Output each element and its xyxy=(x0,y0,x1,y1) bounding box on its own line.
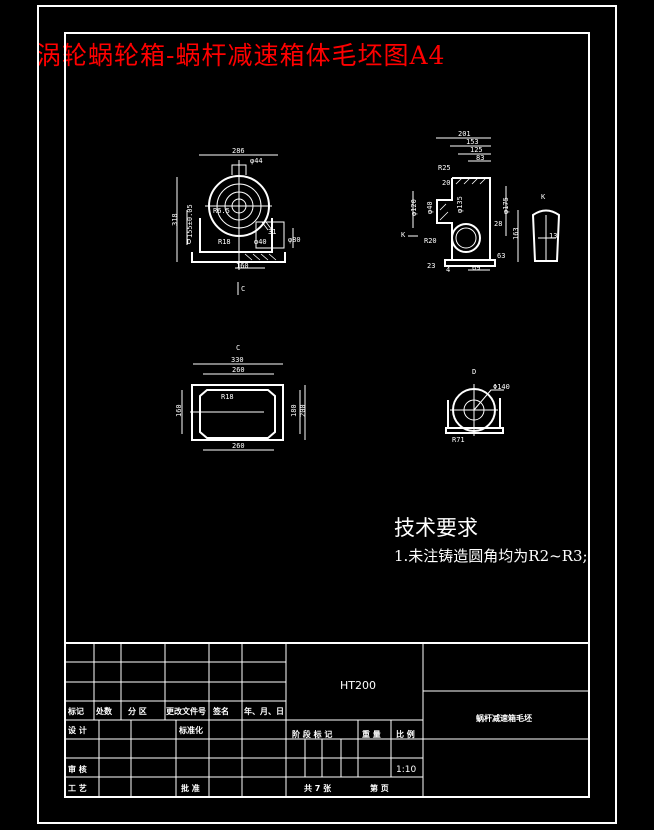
scale-value: 1:10 xyxy=(396,765,416,775)
dim-28: 28 xyxy=(494,220,502,228)
dim-r20: R20 xyxy=(424,237,437,245)
dim-r18: R18 xyxy=(218,238,231,246)
view-d-dim-r71: R71 xyxy=(452,436,465,444)
label-k-arrow: K xyxy=(401,231,406,239)
title-block: 标记 处数 分 区 更改文件号 签名 年、月、日 设 计 标准化 审 核 工 艺… xyxy=(64,642,590,798)
view-c-label: C xyxy=(236,344,240,352)
dim-23: 23 xyxy=(427,262,435,270)
label-standardization: 标准化 xyxy=(178,725,203,735)
label-review: 审 核 xyxy=(68,764,87,774)
dim-83: 83 xyxy=(476,154,484,162)
view-k-dim-13: 13 xyxy=(549,232,557,240)
dim-phi80: φ80 xyxy=(288,236,301,244)
view-k: K 13 xyxy=(531,193,561,262)
view-c-dim-160: 160 xyxy=(175,404,183,417)
view-d-dim-phi140: Φ140 xyxy=(493,383,510,391)
dim-phi175: φ175 xyxy=(502,197,510,214)
part-name: 蜗杆减速箱毛坯 xyxy=(476,713,532,723)
front-view: 286 φ44 318 R6.5 155±0.05 R18 31 φ80 φ40… xyxy=(171,147,301,295)
label-design: 设 计 xyxy=(68,725,87,735)
view-c-dim-260-bottom: 260 xyxy=(232,442,245,450)
header-mark: 标记 xyxy=(67,706,84,716)
label-d: D xyxy=(187,238,191,246)
dim-phi40-side: φ40 xyxy=(426,201,434,214)
label-stage-mark: 阶 段 标 记 xyxy=(292,729,332,739)
header-zone: 分 区 xyxy=(128,706,147,716)
view-d: D Φ140 R71 xyxy=(445,368,510,444)
drawing-title: 涡轮蜗轮箱-蜗杆减速箱体毛坯图A4 xyxy=(36,41,446,70)
header-date: 年、月、日 xyxy=(244,706,284,716)
outer-border xyxy=(37,5,617,824)
view-c-dim-180: 180 xyxy=(290,404,298,417)
dim-4: 4 xyxy=(446,266,450,274)
label-approve: 批 准 xyxy=(181,783,200,793)
label-process: 工 艺 xyxy=(68,783,87,793)
label-scale: 比 例 xyxy=(396,729,415,739)
dim-20: 20 xyxy=(442,179,450,187)
dim-phi40: φ40 xyxy=(254,238,267,246)
dim-201: 201 xyxy=(458,130,471,138)
dim-125: 125 xyxy=(470,146,483,154)
view-c-dim-330: 330 xyxy=(231,356,244,364)
dim-153: 153 xyxy=(466,138,479,146)
dim-318: 318 xyxy=(171,213,179,226)
dim-286: 286 xyxy=(232,147,245,155)
view-c-dim-200: 200 xyxy=(299,404,307,417)
dim-phi44: φ44 xyxy=(250,157,263,165)
header-change-doc: 更改文件号 xyxy=(166,706,206,716)
dim-phi135: φ135 xyxy=(456,196,464,213)
view-d-label: D xyxy=(472,368,476,376)
view-c: C 330 260 R18 160 180 200 260 xyxy=(175,344,307,451)
dim-31: 31 xyxy=(268,228,276,236)
tech-requirements-heading: 技术要求 xyxy=(394,516,478,540)
header-signature: 签名 xyxy=(212,706,229,716)
header-count: 处数 xyxy=(95,706,113,716)
dim-160: 160 xyxy=(236,262,249,270)
tech-requirement-item: 1.未注铸造圆角均为R2~R3; xyxy=(394,547,588,565)
dim-r65: R6.5 xyxy=(213,207,230,215)
section-label-c: C xyxy=(241,285,245,293)
sheets-total: 共 7 张 xyxy=(304,783,332,793)
dim-155: 155±0.05 xyxy=(186,204,194,238)
view-c-dim-r18: R18 xyxy=(221,393,234,401)
view-k-label: K xyxy=(541,193,546,201)
dim-163: 163 xyxy=(512,227,520,240)
dim-63: 63 xyxy=(497,252,505,260)
side-view: 201 153 125 83 R25 20 φ120 φ40 φ135 φ175… xyxy=(401,130,520,274)
dim-r25: R25 xyxy=(438,164,451,172)
sheet-number: 第 页 xyxy=(370,783,389,793)
dim-phi120: φ120 xyxy=(410,199,418,216)
view-c-dim-260-top: 260 xyxy=(232,366,245,374)
material: HT200 xyxy=(340,679,376,692)
label-weight: 重 量 xyxy=(362,729,381,739)
dim-69: 69 xyxy=(472,264,480,272)
